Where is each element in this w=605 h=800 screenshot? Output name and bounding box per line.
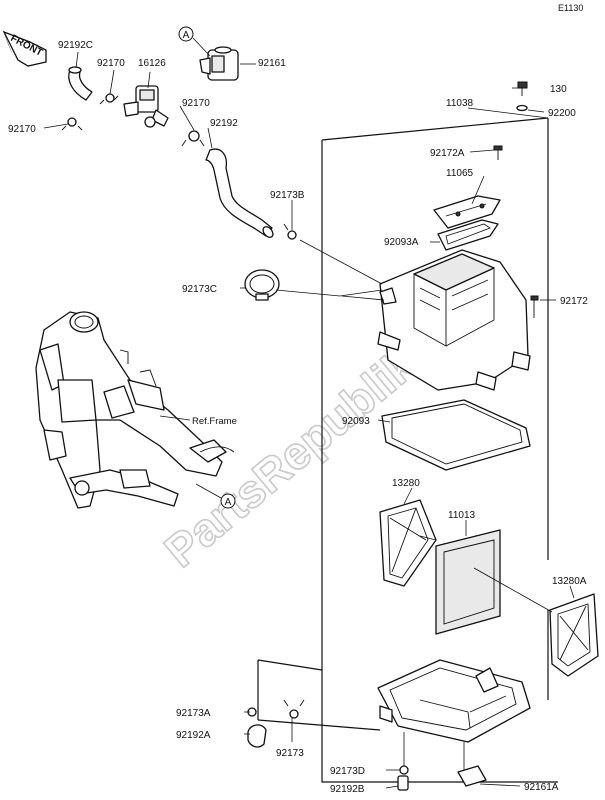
clamp-92170-upper — [99, 93, 119, 105]
hose-92192 — [205, 148, 274, 238]
clamp-92170-left — [61, 117, 83, 131]
solenoid-92161 — [199, 46, 239, 81]
svg-text:A: A — [183, 30, 190, 41]
label-92170-b: 92170 — [8, 124, 36, 135]
label-16126: 16126 — [138, 58, 166, 69]
label-92170-a: 92170 — [97, 58, 125, 69]
housing-11038 — [377, 249, 531, 391]
label-92192a: 92192A — [176, 730, 211, 741]
svg-text:A: A — [225, 497, 232, 508]
callout-a-top: A — [178, 26, 211, 57]
label-92161: 92161 — [258, 58, 286, 69]
frame-reference: Ref.Frame — [192, 416, 237, 427]
label-92173d: 92173D — [330, 766, 365, 777]
label-13280a: 13280A — [552, 576, 587, 587]
label-92170-c: 92170 — [182, 98, 210, 109]
label-92192: 92192 — [210, 118, 238, 129]
label-92173: 92173 — [276, 748, 304, 759]
bolt-92172a — [493, 145, 503, 160]
label-92172: 92172 — [560, 296, 588, 307]
label-11038: 11038 — [446, 98, 474, 109]
lower-housing — [377, 659, 531, 743]
label-13280: 13280 — [392, 478, 420, 489]
diagram-code: E1130 — [558, 3, 583, 13]
label-92192b: 92192B — [330, 784, 365, 795]
label-92173a: 92173A — [176, 708, 211, 719]
element-11013 — [435, 529, 501, 635]
plug-92161a — [457, 765, 487, 787]
callout-a-bottom: A — [195, 483, 236, 509]
label-92161a: 92161A — [524, 782, 559, 793]
holder-13280 — [379, 499, 437, 587]
washer-92200 — [516, 104, 528, 112]
label-92200: 92200 — [548, 108, 576, 119]
cap-92192a — [247, 724, 267, 748]
hose-92192c — [68, 66, 93, 101]
label-92093a: 92093A — [384, 237, 419, 248]
cover-11065 — [433, 195, 501, 229]
clamp-92173 — [283, 699, 305, 719]
label-92173c: 92173C — [182, 284, 217, 295]
leader-lines — [43, 51, 575, 789]
valve-16126 — [123, 85, 169, 128]
label-130: 130 — [550, 84, 567, 95]
gasket-92093a — [437, 219, 499, 251]
clamp-92173d — [399, 765, 409, 775]
clamp-92173b — [283, 223, 297, 240]
label-11013: 11013 — [448, 510, 476, 521]
label-92093: 92093 — [342, 416, 370, 427]
label-92192c: 92192C — [58, 40, 93, 51]
label-92172a: 92172A — [430, 148, 465, 159]
bolt-92172 — [530, 295, 539, 318]
bolt-130 — [517, 81, 528, 96]
front-arrow-icon: FRONT — [2, 28, 47, 67]
holder-13280a — [549, 593, 599, 677]
motorcycle-frame — [35, 311, 235, 509]
cap-92192b — [397, 775, 409, 791]
clamp-92170-mid — [181, 130, 205, 147]
label-11065: 11065 — [446, 168, 474, 179]
label-92173b: 92173B — [270, 190, 305, 201]
gasket-92093 — [381, 399, 531, 471]
clamp-92173c — [244, 269, 280, 301]
